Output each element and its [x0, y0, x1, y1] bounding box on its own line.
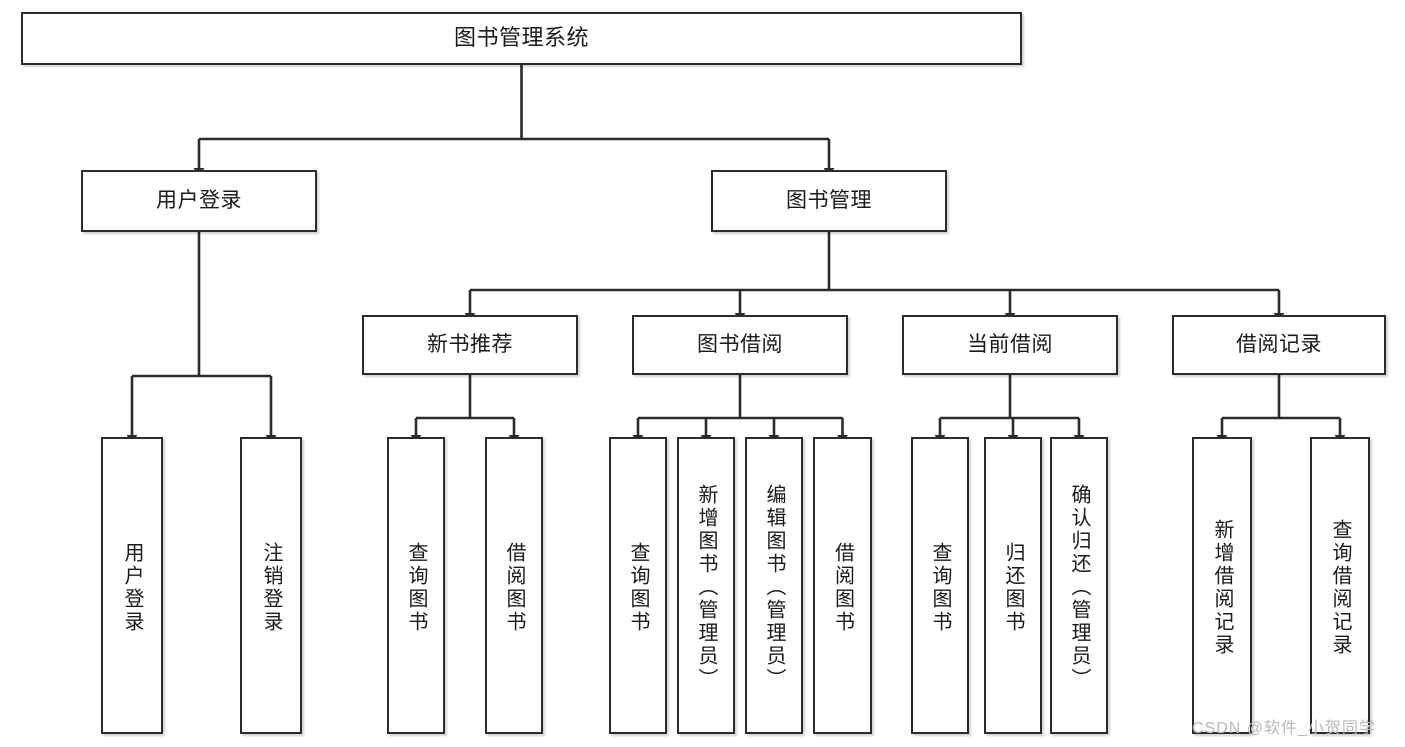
node-label: 新增图书（管理员） — [695, 484, 717, 691]
node-label: 用户登录 — [156, 189, 242, 213]
node-root[interactable]: 图书管理系统 — [21, 12, 1022, 65]
leaf-logout[interactable]: 注销登录 — [240, 437, 302, 734]
leaf-borrow-book-2[interactable]: 借阅图书 — [813, 437, 872, 734]
node-book-manage[interactable]: 图书管理 — [711, 170, 947, 232]
node-book-borrow[interactable]: 图书借阅 — [632, 315, 848, 375]
leaf-add-borrow-record[interactable]: 新增借阅记录 — [1192, 437, 1252, 734]
node-label: 借阅图书 — [831, 541, 854, 634]
leaf-borrow-book-1[interactable]: 借阅图书 — [485, 437, 543, 734]
node-label: 查询图书 — [929, 541, 951, 634]
node-label: 借阅记录 — [1236, 333, 1322, 357]
node-label: 查询图书 — [627, 541, 649, 634]
node-label: 编辑图书（管理员） — [763, 484, 785, 691]
node-label: 借阅图书 — [503, 541, 525, 634]
node-label: 查询图书 — [405, 541, 427, 634]
leaf-return-book[interactable]: 归还图书 — [984, 437, 1042, 734]
node-label: 图书管理系统 — [453, 25, 589, 51]
leaf-user-login[interactable]: 用户登录 — [101, 437, 163, 734]
node-label: 查询借阅记录 — [1329, 518, 1351, 657]
node-borrow-record[interactable]: 借阅记录 — [1172, 315, 1386, 375]
leaf-query-book-2[interactable]: 查询图书 — [609, 437, 667, 734]
node-label: 确认归还（管理员） — [1068, 484, 1090, 691]
node-label: 图书管理 — [786, 189, 872, 213]
node-label: 归还图书 — [1002, 541, 1024, 634]
node-label: 新增借阅记录 — [1211, 518, 1233, 657]
leaf-query-book-1[interactable]: 查询图书 — [387, 437, 445, 734]
node-current-borrow[interactable]: 当前借阅 — [902, 315, 1118, 375]
node-label: 用户登录 — [121, 541, 143, 634]
leaf-add-book[interactable]: 新增图书（管理员） — [677, 437, 735, 734]
node-label: 当前借阅 — [967, 333, 1053, 357]
node-user-login[interactable]: 用户登录 — [81, 170, 317, 232]
node-new-book-recommend[interactable]: 新书推荐 — [362, 315, 578, 375]
node-label: 新书推荐 — [427, 333, 513, 357]
leaf-query-borrow-record[interactable]: 查询借阅记录 — [1310, 437, 1370, 734]
leaf-edit-book[interactable]: 编辑图书（管理员） — [745, 437, 803, 734]
node-label: 图书借阅 — [697, 333, 783, 357]
leaf-confirm-return[interactable]: 确认归还（管理员） — [1050, 437, 1108, 734]
node-label: 注销登录 — [260, 541, 282, 634]
leaf-query-book-3[interactable]: 查询图书 — [911, 437, 969, 734]
